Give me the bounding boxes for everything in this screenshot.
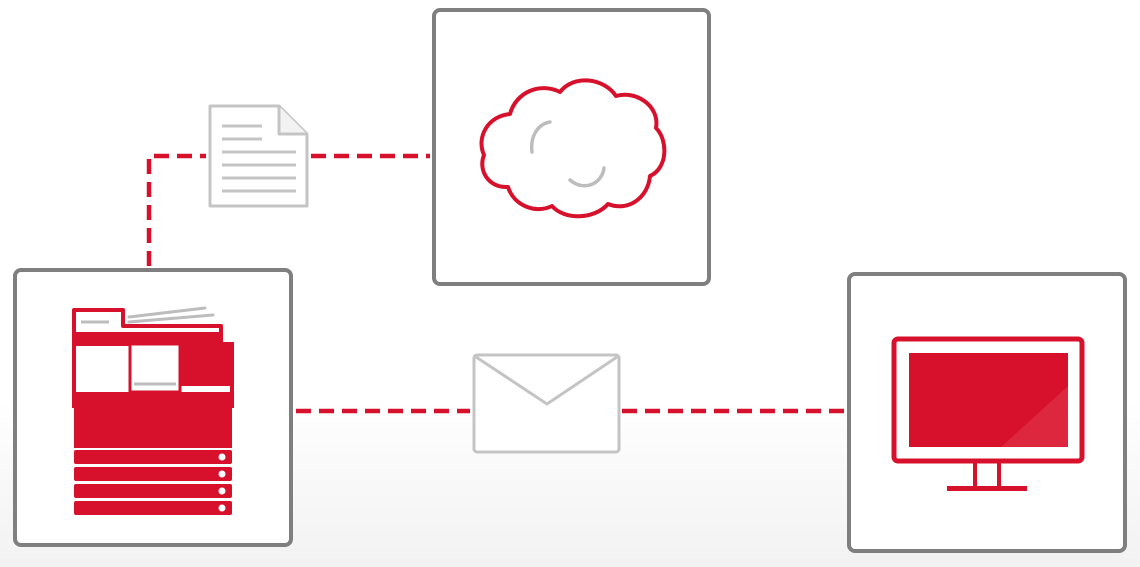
monitor-icon: [891, 336, 1085, 491]
envelope-icon: [472, 353, 621, 454]
multifunction-printer-icon: [72, 306, 234, 515]
monitor-node: [847, 272, 1127, 553]
cloud-icon: [479, 78, 667, 219]
printer-to-cloud-connector: [146, 153, 430, 266]
document-icon: [208, 104, 309, 208]
cloud-node: [432, 8, 711, 286]
printer-node: [13, 268, 293, 547]
